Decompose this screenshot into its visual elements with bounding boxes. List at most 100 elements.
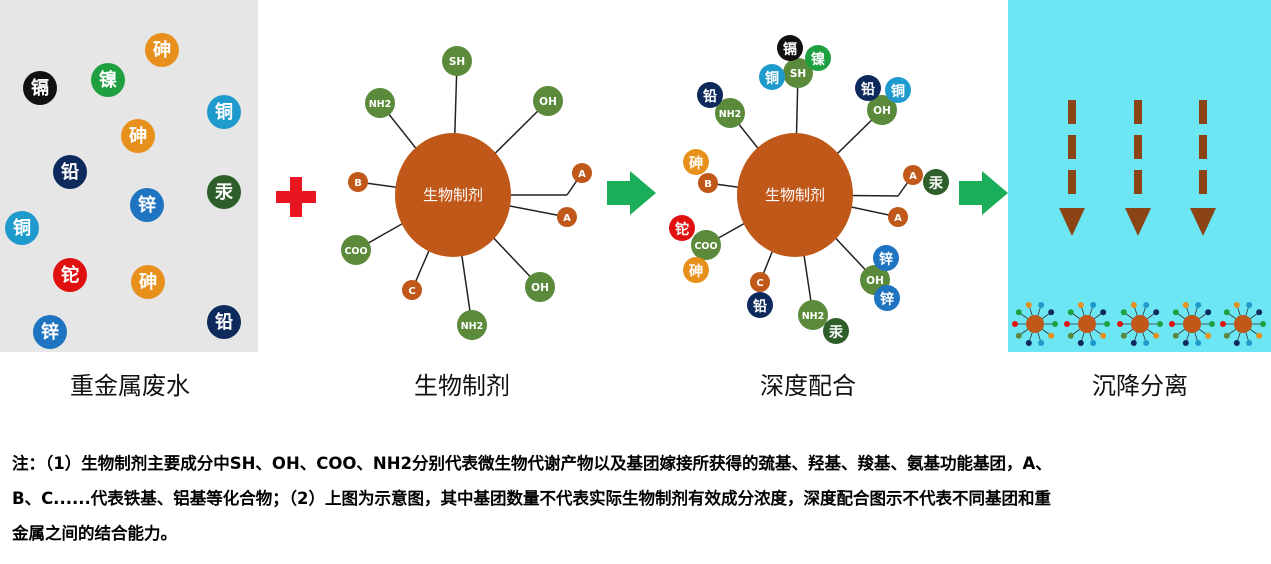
functional-group: COO: [691, 230, 721, 260]
agent-core: [737, 133, 853, 257]
svg-text:B: B: [354, 178, 362, 189]
sediment-particle: [1064, 301, 1110, 347]
metal-label: 锌: [879, 251, 893, 268]
svg-text:SH: SH: [449, 56, 465, 68]
metal-ion: 铜: [207, 95, 241, 129]
metal-label: 铅: [702, 88, 717, 105]
functional-group: A: [888, 207, 908, 227]
metal-label: 锌: [880, 291, 894, 308]
functional-group: OH: [533, 86, 563, 116]
settle-arrow-icon: [1059, 100, 1085, 236]
metal-ion: 铜: [5, 211, 39, 245]
metal-label: 铊: [61, 264, 79, 286]
metal-ion: 铅: [53, 155, 87, 189]
functional-group: C: [402, 280, 422, 300]
svg-text:NH2: NH2: [802, 311, 825, 322]
sediment-particle: [1169, 301, 1215, 347]
waste-water-panel: [0, 0, 258, 352]
functional-group: SH: [442, 46, 472, 76]
svg-text:NH2: NH2: [461, 321, 484, 332]
footnote: 注：（1）生物制剂主要成分中SH、OH、COO、NH2分别代表微生物代谢产物以及…: [12, 446, 1264, 551]
metal-label: 镉: [31, 77, 49, 99]
metal-ion: 铜: [759, 64, 785, 90]
metal-label: 汞: [215, 182, 234, 203]
metal-label: 砷: [689, 155, 703, 172]
svg-text:A: A: [894, 213, 902, 224]
footnote-line-1: 注：（1）生物制剂主要成分中SH、OH、COO、NH2分别代表微生物代谢产物以及…: [12, 454, 1052, 473]
metal-ion: 汞: [923, 169, 949, 195]
metal-ion: 砷: [683, 149, 709, 175]
svg-text:C: C: [408, 286, 415, 297]
metal-ion: 镍: [805, 45, 831, 71]
metal-ion: 锌: [130, 188, 164, 222]
sediment-particles: [1012, 301, 1266, 347]
svg-text:OH: OH: [531, 282, 549, 294]
metal-label: 铅: [860, 81, 875, 98]
functional-group: A: [572, 163, 592, 183]
svg-text:OH: OH: [873, 105, 891, 117]
label-deep-chelation: 深度配合: [760, 372, 856, 400]
settle-arrow-icon: [1190, 100, 1216, 236]
metal-label: 锌: [138, 194, 156, 216]
metal-ion: 铜: [885, 77, 911, 103]
metal-ion: 铅: [207, 305, 241, 339]
agent-core-label: 生物制剂: [765, 186, 825, 204]
settling-arrows: [1059, 100, 1216, 236]
svg-text:NH2: NH2: [719, 109, 742, 120]
footnote-line-3: 金属之间的结合能力。: [12, 524, 177, 543]
svg-text:OH: OH: [866, 275, 884, 287]
plus-icon: [276, 177, 316, 217]
svg-text:A: A: [578, 169, 586, 180]
svg-text:NH2: NH2: [369, 99, 392, 110]
metal-ion: 铊: [53, 258, 87, 292]
svg-text:SH: SH: [790, 68, 806, 80]
svg-text:C: C: [756, 278, 763, 289]
metal-label: 砷: [689, 263, 703, 280]
functional-group: SH: [783, 58, 813, 88]
agent-core-label: 生物制剂: [423, 186, 483, 204]
metal-label: 镍: [99, 69, 117, 91]
label-bio-agent: 生物制剂: [414, 372, 510, 400]
svg-text:COO: COO: [344, 246, 367, 257]
functional-group: NH2: [365, 88, 395, 118]
process-diagram: 砷镉镍铜砷铅汞锌铜铊砷锌铅 生物制剂SHOHAAOHNH2CCOOBNH2 生物…: [0, 0, 1271, 352]
process-arrow-icon: [959, 171, 1008, 215]
metal-label: 砷: [139, 271, 157, 293]
sediment-particle: [1220, 301, 1266, 347]
functional-group: COO: [341, 235, 371, 265]
metal-label: 铅: [215, 311, 233, 333]
functional-group: NH2: [715, 98, 745, 128]
metal-label: 铜: [891, 83, 905, 100]
label-waste-water: 重金属废水: [70, 372, 190, 400]
functional-group: A: [903, 165, 923, 185]
sediment-particle: [1117, 301, 1163, 347]
process-arrow-icon: [607, 171, 656, 215]
metal-ion: 锌: [873, 245, 899, 271]
metal-ion: 砷: [121, 119, 155, 153]
svg-text:COO: COO: [694, 241, 717, 252]
waste-water-metals: 砷镉镍铜砷铅汞锌铜铊砷锌铅: [5, 33, 241, 349]
svg-text:OH: OH: [539, 96, 557, 108]
functional-group: B: [698, 173, 718, 193]
settle-arrow-icon: [1125, 100, 1151, 236]
functional-group: OH: [525, 272, 555, 302]
metal-label: 铊: [675, 221, 689, 238]
metal-ion: 镉: [23, 71, 57, 105]
metal-ion: 铊: [669, 215, 695, 241]
metal-ion: 砷: [683, 257, 709, 283]
metal-label: 砷: [129, 125, 147, 147]
chelated-molecule: 生物制剂SHOHAAOHNH2CCOOBNH2镉镍铜铅铅铜汞砷铊砷锌锌铅汞: [669, 35, 949, 344]
svg-text:A: A: [909, 171, 917, 182]
functional-group: C: [750, 272, 770, 292]
metal-ion: 砷: [145, 33, 179, 67]
metal-ion: 镍: [91, 63, 125, 97]
metal-ion: 铅: [747, 292, 773, 318]
agent-core: [395, 133, 511, 257]
metal-label: 锌: [41, 321, 59, 343]
metal-label: 铜: [765, 70, 779, 87]
metal-label: 镉: [783, 41, 797, 58]
functional-group: NH2: [798, 300, 828, 330]
metal-label: 砷: [153, 39, 171, 61]
functional-group: OH: [867, 95, 897, 125]
